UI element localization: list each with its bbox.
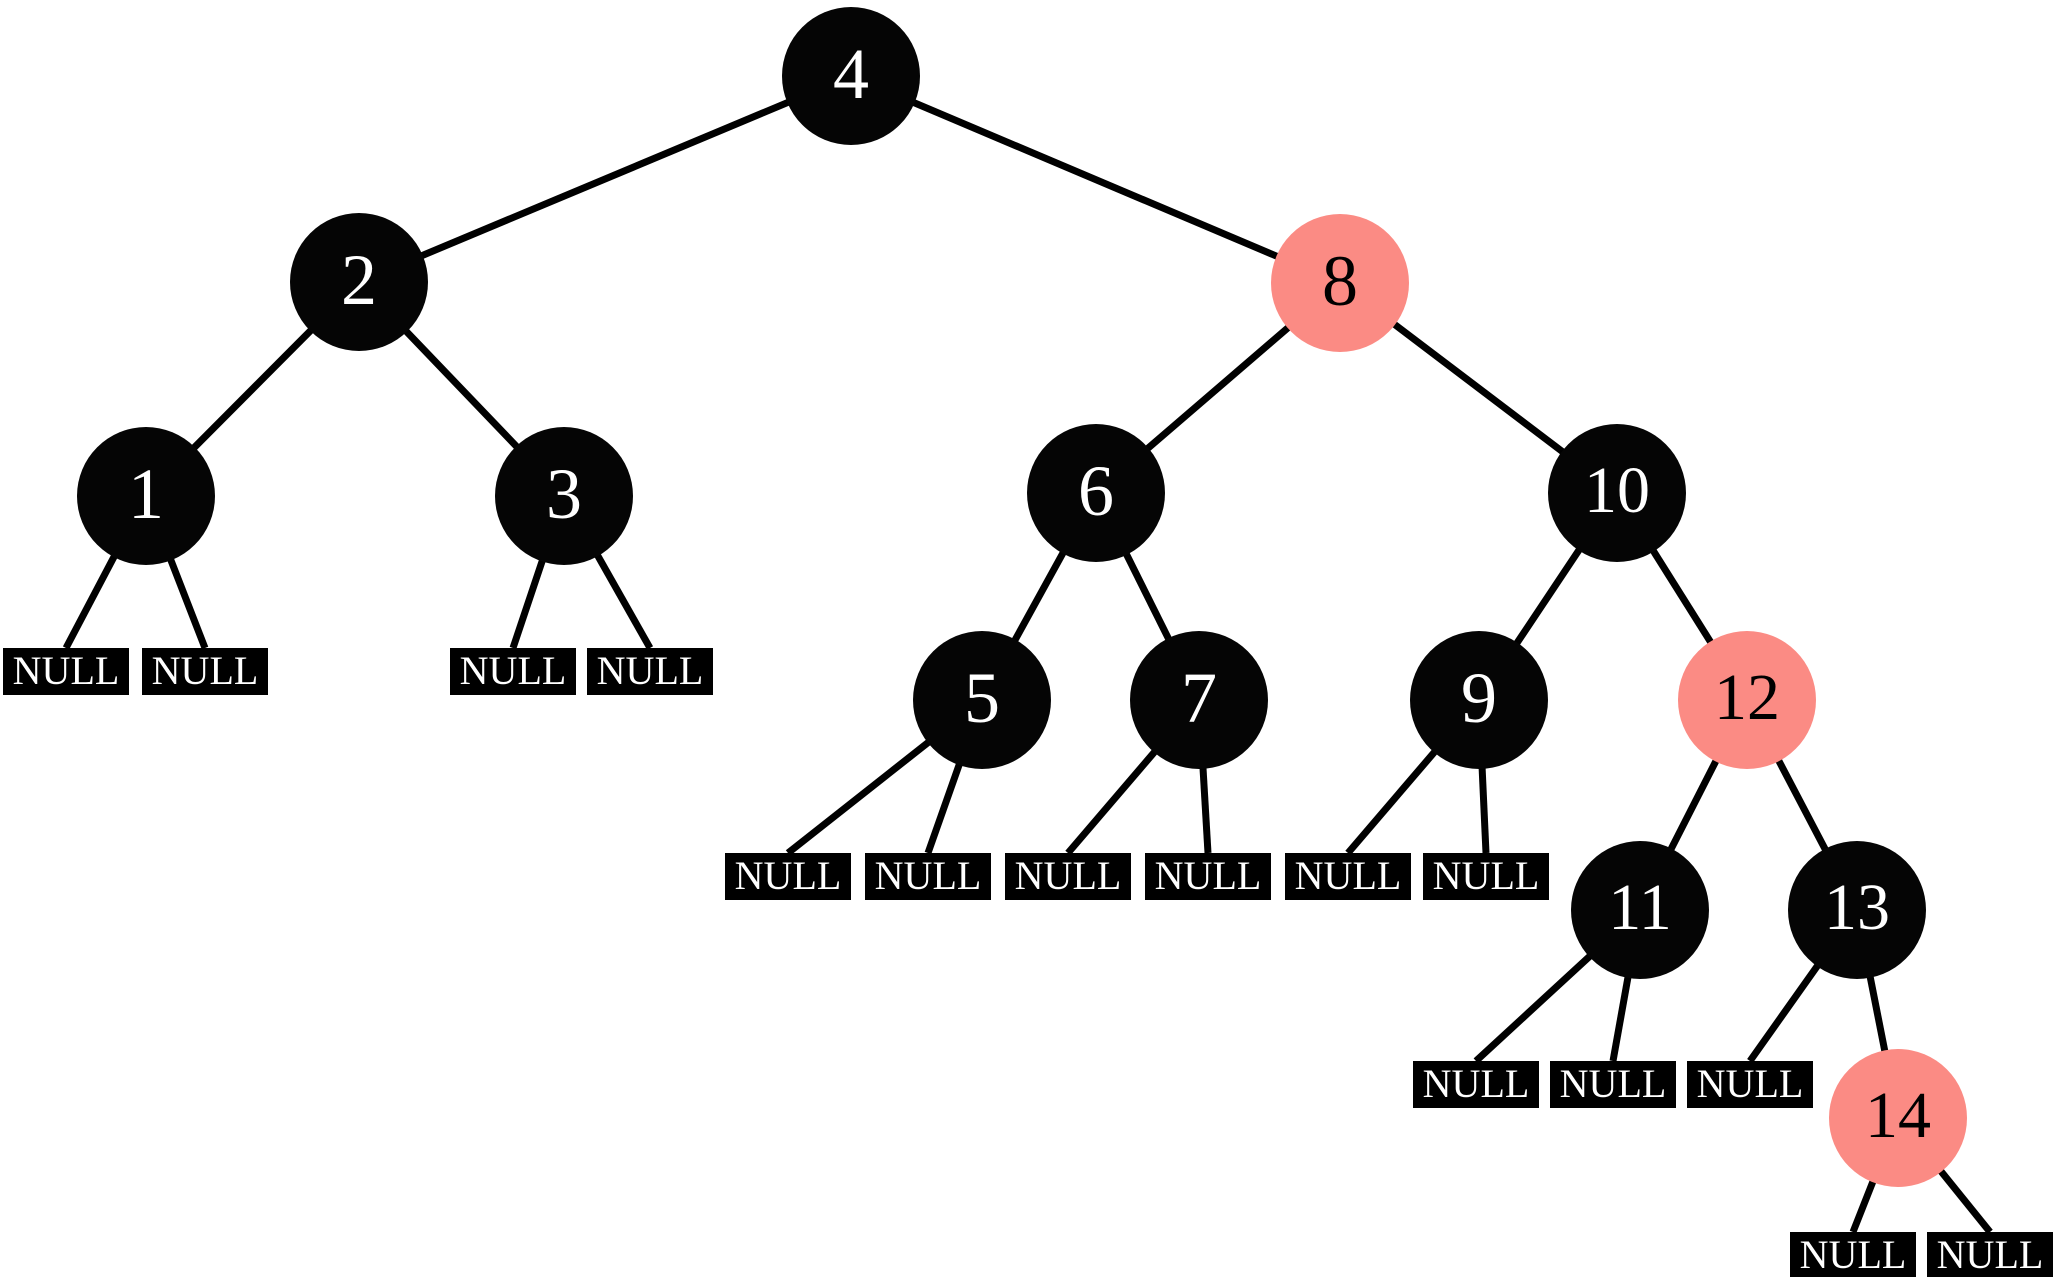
tree-node-2[interactable]: 2 [290, 213, 428, 351]
tree-node-label: 14 [1865, 1079, 1931, 1152]
tree-null-1-right: NULL [142, 648, 268, 695]
tree-null-14-right: NULL [1927, 1232, 2053, 1277]
null-leaf-label: NULL [1799, 1231, 1907, 1277]
tree-node-label: 7 [1181, 658, 1217, 738]
tree-null-13-left: NULL [1687, 1061, 1813, 1108]
null-leaf-label: NULL [1014, 852, 1122, 898]
tree-node-5[interactable]: 5 [913, 631, 1051, 769]
tree-node-4[interactable]: 4 [782, 7, 920, 145]
tree-node-3[interactable]: 3 [495, 427, 633, 565]
tree-null-11-left: NULL [1413, 1061, 1539, 1108]
null-leaf-label: NULL [1432, 852, 1540, 898]
tree-null-14-left: NULL [1790, 1232, 1916, 1277]
tree-node-label: 5 [964, 658, 1000, 738]
null-leaf-label: NULL [734, 852, 842, 898]
tree-node-12[interactable]: 12 [1678, 631, 1816, 769]
tree-node-10[interactable]: 10 [1548, 424, 1686, 562]
tree-node-label: 4 [833, 34, 869, 114]
tree-node-label: 11 [1608, 871, 1672, 944]
tree-node-14[interactable]: 14 [1829, 1049, 1967, 1187]
tree-null-3-right: NULL [587, 648, 713, 695]
tree-null-7-right: NULL [1145, 853, 1271, 900]
tree-node-label: 10 [1584, 454, 1650, 527]
tree-node-13[interactable]: 13 [1788, 841, 1926, 979]
null-leaf-label: NULL [459, 647, 567, 693]
tree-node-label: 13 [1824, 871, 1890, 944]
tree-null-9-left: NULL [1285, 853, 1411, 900]
null-leaf-label: NULL [596, 647, 704, 693]
null-leaf-label: NULL [1936, 1231, 2044, 1277]
tree-node-label: 3 [546, 454, 582, 534]
tree-node-label: 9 [1461, 658, 1497, 738]
null-leaf-label: NULL [1422, 1060, 1530, 1106]
tree-node-11[interactable]: 11 [1571, 841, 1709, 979]
null-leaf-label: NULL [874, 852, 982, 898]
tree-null-7-left: NULL [1005, 853, 1131, 900]
null-leaf-label: NULL [151, 647, 259, 693]
tree-node-9[interactable]: 9 [1410, 631, 1548, 769]
tree-null-1-left: NULL [3, 648, 129, 695]
tree-null-3-left: NULL [450, 648, 576, 695]
null-leaf-label: NULL [12, 647, 120, 693]
tree-node-label: 8 [1322, 241, 1358, 321]
tree-null-5-right: NULL [865, 853, 991, 900]
tree-node-7[interactable]: 7 [1130, 631, 1268, 769]
null-leaf-label: NULL [1154, 852, 1262, 898]
null-leaf-label: NULL [1559, 1060, 1667, 1106]
tree-null-11-right: NULL [1550, 1061, 1676, 1108]
tree-edge-n4-n2 [357, 72, 853, 286]
tree-node-label: 6 [1078, 451, 1114, 531]
tree-node-8[interactable]: 8 [1271, 214, 1409, 352]
null-leaf-label: NULL [1294, 852, 1402, 898]
tree-edge-n4-n8 [849, 72, 1342, 287]
tree-node-6[interactable]: 6 [1027, 424, 1165, 562]
tree-node-label: 12 [1714, 661, 1780, 734]
tree-node-label: 1 [128, 454, 164, 534]
tree-node-label: 2 [341, 240, 377, 320]
tree-node-1[interactable]: 1 [77, 427, 215, 565]
tree-null-9-right: NULL [1423, 853, 1549, 900]
tree-null-5-left: NULL [725, 853, 851, 900]
null-leaf-label: NULL [1696, 1060, 1804, 1106]
